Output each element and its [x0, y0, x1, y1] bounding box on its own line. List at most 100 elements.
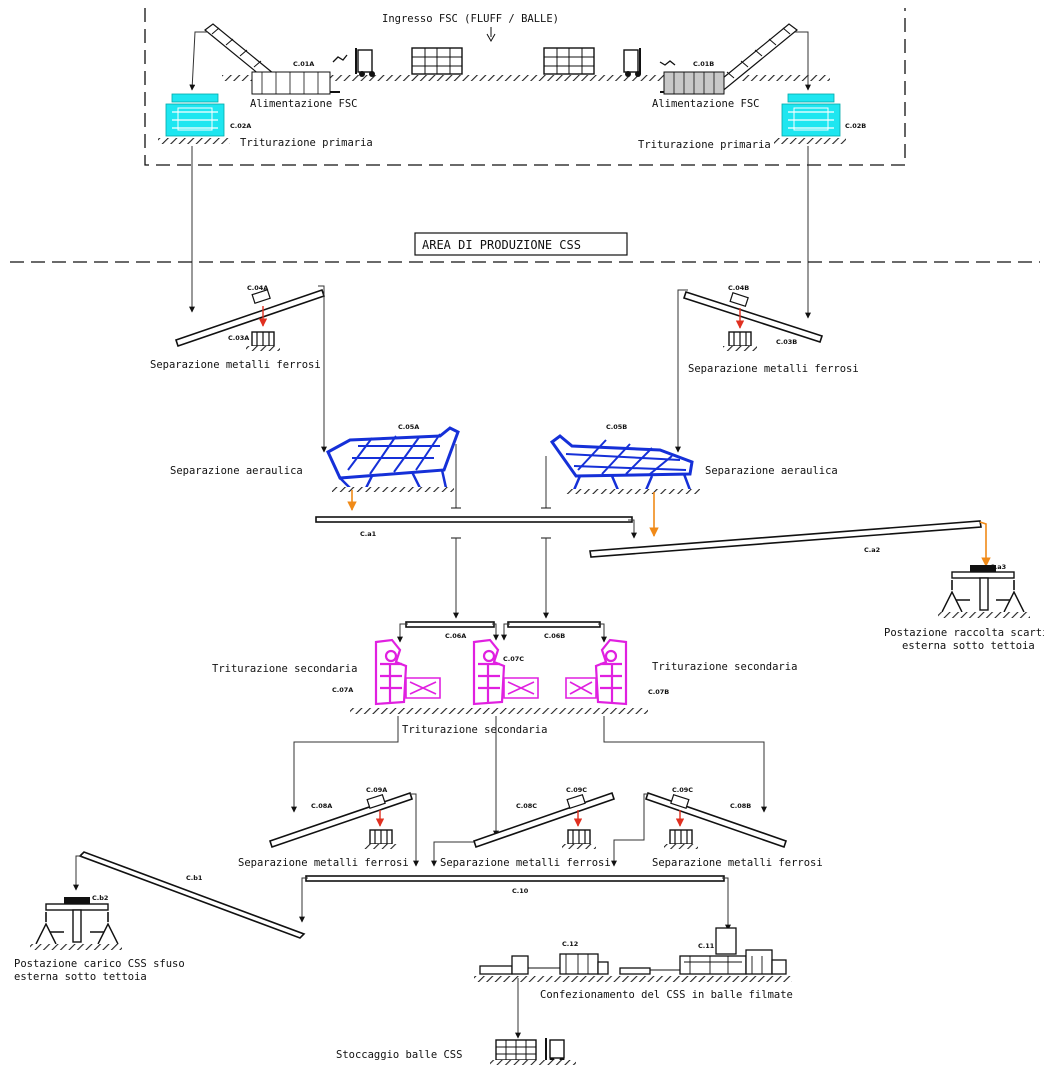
magnet-c04a: [251, 288, 271, 304]
code-c08a: C.08A: [311, 802, 332, 810]
code-c02a: C.02A: [230, 122, 251, 130]
primary-shredder-a: [165, 93, 225, 137]
grab-icon: [332, 54, 676, 66]
code-c01a: C.01A: [293, 60, 314, 68]
code-ca1: C.a1: [360, 530, 377, 538]
code-c08b: C.08B: [730, 802, 751, 810]
code-c09c-right: C.09C: [672, 786, 693, 794]
flow-arrow: [501, 623, 510, 641]
code-c01b: C.01B: [693, 60, 714, 68]
code-c05a: C.05A: [398, 423, 419, 431]
flow-arrow: [628, 519, 637, 539]
forklift-icon: [545, 1038, 565, 1063]
code-c07c: C.07C: [503, 655, 524, 663]
secondary-shredder-c07c: [472, 638, 539, 706]
code-c09c-center: C.09C: [566, 786, 587, 794]
fsc-area-boundary: [144, 8, 906, 166]
secondary-label-b: Triturazione secondaria: [652, 661, 797, 673]
flow-arrow: [299, 877, 308, 923]
flow-arrow: [492, 623, 499, 641]
ground-hatch: [30, 944, 122, 950]
ground-hatch: [664, 844, 698, 849]
flow-arrow: [397, 623, 408, 643]
ground-hatch: [662, 75, 830, 81]
air-separator-c05b: [549, 434, 694, 491]
code-c06b: C.06B: [544, 632, 565, 640]
code-c03b: C.03B: [776, 338, 797, 346]
conveyor-cb1: [78, 851, 306, 939]
air-sep-label-a: Separazione aeraulica: [170, 465, 303, 477]
code-c04a: C.04A: [247, 284, 268, 292]
code-c12: C.12: [562, 940, 578, 948]
metal-bin-icon: [669, 829, 693, 845]
flow-arrow: [318, 285, 327, 453]
secondary-shredder-c07b: [565, 638, 628, 706]
flow-arrow: [291, 716, 399, 813]
air-separator-c05a: [326, 426, 460, 489]
air-sep-label-b: Separazione aeraulica: [705, 465, 838, 477]
flow-arrow: [722, 877, 731, 931]
bulk-station-label-1: Postazione carico CSS sfuso: [14, 958, 185, 970]
feed-hopper-a: [251, 71, 331, 95]
magnet-c09c-right: [670, 793, 690, 809]
metal-bin-icon: [369, 829, 393, 845]
code-c09a: C.09A: [366, 786, 387, 794]
flow-arrow: [611, 793, 648, 867]
flow-arrow: [73, 855, 82, 891]
fsc-bales-icon: [411, 47, 463, 75]
flow-arrow: [410, 793, 419, 867]
magnet-c04b: [729, 292, 749, 308]
conveyor-c08b: [644, 791, 788, 849]
bulk-station-label-2: esterna sotto tettoia: [14, 971, 147, 983]
conveyor-c03b: [682, 290, 824, 344]
code-cb1: C.b1: [186, 874, 203, 882]
code-c05b: C.05B: [606, 423, 627, 431]
code-c04b: C.04B: [728, 284, 749, 292]
baling-machine-c11: [679, 927, 787, 975]
ground-hatch: [490, 1060, 576, 1065]
css-bales-storage-icon: [495, 1039, 537, 1061]
reject-collection-station: [941, 565, 1025, 613]
primary-label-b: Triturazione primaria: [638, 139, 771, 151]
feed-label-a: Alimentazione FSC: [250, 98, 357, 110]
conveyor-c08c: [472, 791, 616, 849]
fe-sep-label-b: Separazione metalli ferrosi: [688, 363, 859, 375]
code-c06a: C.06A: [445, 632, 466, 640]
baling-label: Confezionamento del CSS in balle filmate: [540, 989, 793, 1001]
conveyor-ca2: [589, 520, 982, 558]
ground-hatch: [364, 844, 398, 849]
code-ca2: C.a2: [864, 546, 880, 554]
fsc-bales-icon: [543, 47, 595, 75]
ground-hatch: [562, 844, 596, 849]
flow-arrow: [189, 31, 208, 91]
code-ca3: C.a3: [990, 563, 1006, 571]
bulk-loading-station: [35, 897, 119, 945]
secondary-shredder-c07a: [374, 638, 441, 706]
reject-flow-arrow: [979, 521, 991, 567]
ground-hatch: [246, 346, 280, 351]
ground-hatch: [332, 487, 454, 492]
fe-sep-label-09a: Separazione metalli ferrosi: [238, 857, 409, 869]
flow-arrow: [675, 289, 688, 453]
conveyor-c06b: [507, 621, 601, 628]
flow-arrow: [603, 716, 767, 813]
fe-sep-label-09c: Separazione metalli ferrosi: [440, 857, 611, 869]
metal-bin-icon: [251, 331, 275, 347]
conveyor-c10: [305, 875, 725, 882]
code-c07a: C.07A: [332, 686, 353, 694]
reject-station-label-2: esterna sotto tettoia: [902, 640, 1035, 652]
metal-bin-icon: [728, 331, 752, 347]
ground-hatch: [474, 976, 792, 982]
fe-sep-label-09b: Separazione metalli ferrosi: [652, 857, 823, 869]
ground-hatch: [566, 489, 700, 494]
reject-station-label-1: Postazione raccolta scarti: [884, 627, 1044, 639]
conveyor-ca1: [315, 516, 633, 523]
metal-bin-icon: [567, 829, 591, 845]
area-css-box: [414, 232, 628, 256]
magnet-c09a: [366, 793, 386, 809]
ground-hatch: [382, 75, 662, 81]
flow-arrow: [598, 623, 607, 643]
code-c10: C.10: [512, 887, 529, 895]
wrapping-machine-c12: [479, 953, 680, 975]
